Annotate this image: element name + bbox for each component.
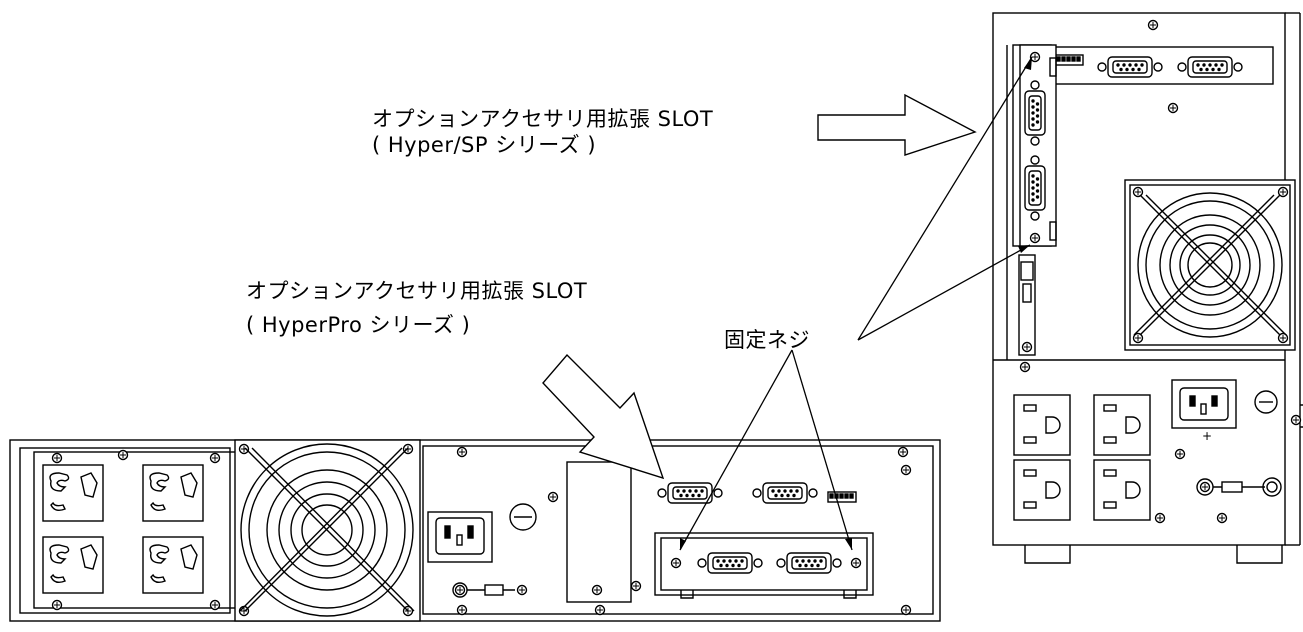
tower-fan (1124, 179, 1296, 351)
hollow-arrow-rack (542, 353, 665, 480)
label-fixing-screws: 固定ネジ (724, 328, 810, 352)
label-slot-hyperpro-line2: ( HyperPro シリーズ ) (246, 313, 471, 337)
rack-ups-rear-panel (9, 439, 941, 622)
tower-ups-rear-panel: + (992, 12, 1303, 564)
label-slot-hyper-sp-line2: ( Hyper/SP シリーズ ) (372, 133, 597, 157)
svg-text:+: + (1202, 429, 1212, 443)
label-slot-hyper-sp-line1: オプションアクセサリ用拡張 SLOT (372, 107, 714, 131)
rack-fan (234, 439, 421, 622)
label-slot-hyperpro-line1: オプションアクセサリ用拡張 SLOT (246, 279, 588, 303)
leader-lines (679, 56, 1033, 551)
hollow-arrow-tower (817, 93, 977, 156)
